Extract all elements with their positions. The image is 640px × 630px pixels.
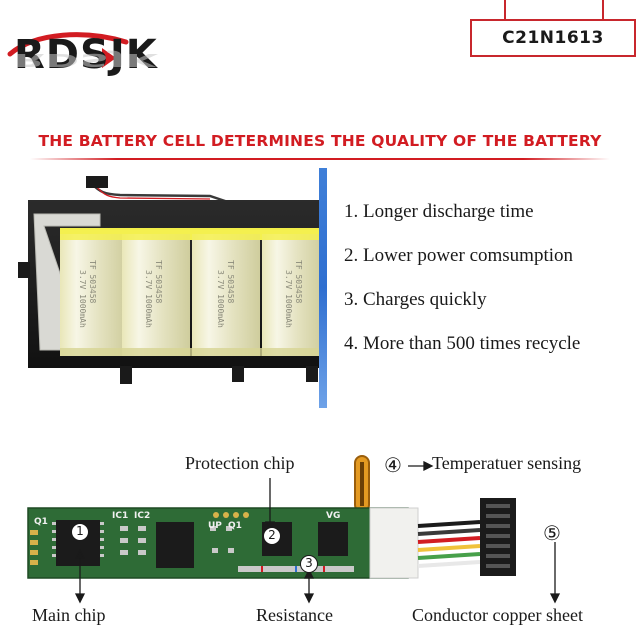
- label-conductor-copper-sheet: Conductor copper sheet: [412, 605, 583, 625]
- silk-q1: Q1: [228, 521, 242, 531]
- logo-swoosh-icon: [7, 32, 129, 68]
- cell-print-1a: TF 503458: [88, 260, 97, 304]
- label-main-chip: Main chip: [32, 605, 106, 625]
- badge-hanger-right: [602, 0, 604, 19]
- silk-ic1: IC1: [112, 511, 128, 521]
- feature-item: 4. More than 500 times recycle: [344, 333, 581, 354]
- pcb-diagram: IC1 IC2 UP Q1 VG Q1: [0, 450, 640, 630]
- cell-print-3a: TF 503458: [226, 260, 235, 304]
- feature-item: 3. Charges quickly: [344, 289, 487, 310]
- label-temperature-sensing: Temperatuer sensing: [432, 453, 582, 473]
- feature-list: 1. Longer discharge time 2. Lower power …: [344, 190, 580, 366]
- silk-ic2: IC2: [134, 511, 150, 521]
- label-marker-4: ④: [384, 455, 402, 477]
- headline: THE BATTERY CELL DETERMINES THE QUALITY …: [38, 132, 602, 150]
- badge-hanger-left: [504, 0, 506, 19]
- brand-logo: RDSJK RDSJK: [6, 26, 186, 96]
- cell-print-2a: TF 503458: [154, 260, 163, 304]
- battery-image: TF 503458 3.7V 1000mAh TF 503458 3.7V 10…: [0, 170, 330, 410]
- feature-item: 2. Lower power comsumption: [344, 245, 574, 266]
- model-code-badge: C21N1613: [470, 19, 636, 57]
- label-resistance: Resistance: [256, 605, 333, 625]
- label-marker-5: ⑤: [543, 523, 561, 545]
- model-code: C21N1613: [502, 28, 604, 48]
- callout-marker-1: 1: [71, 523, 89, 541]
- cell-print-4b: 3.7V 1000mAh: [284, 270, 293, 328]
- cell-print-4a: TF 503458: [294, 260, 303, 304]
- cell-print-1b: 3.7V 1000mAh: [78, 270, 87, 328]
- silk-up: UP: [208, 521, 222, 531]
- cell-print-3b: 3.7V 1000mAh: [216, 270, 225, 328]
- feature-item: 1. Longer discharge time: [344, 201, 534, 222]
- silk-vg: VG: [326, 511, 340, 521]
- callout-marker-3: 3: [300, 555, 318, 573]
- divider-bar: [319, 168, 327, 408]
- brand-logo-reflection: RDSJK: [14, 49, 158, 70]
- callout-marker-2: 2: [263, 527, 281, 545]
- brand-logo-text: RDSJK: [14, 32, 158, 78]
- label-protection-chip: Protection chip: [185, 453, 295, 473]
- battery-cells: [60, 230, 322, 356]
- cell-print-2b: 3.7V 1000mAh: [144, 270, 153, 328]
- silk-q1b: Q1: [34, 517, 48, 527]
- headline-divider: [30, 158, 610, 160]
- battery-connector: [86, 176, 108, 188]
